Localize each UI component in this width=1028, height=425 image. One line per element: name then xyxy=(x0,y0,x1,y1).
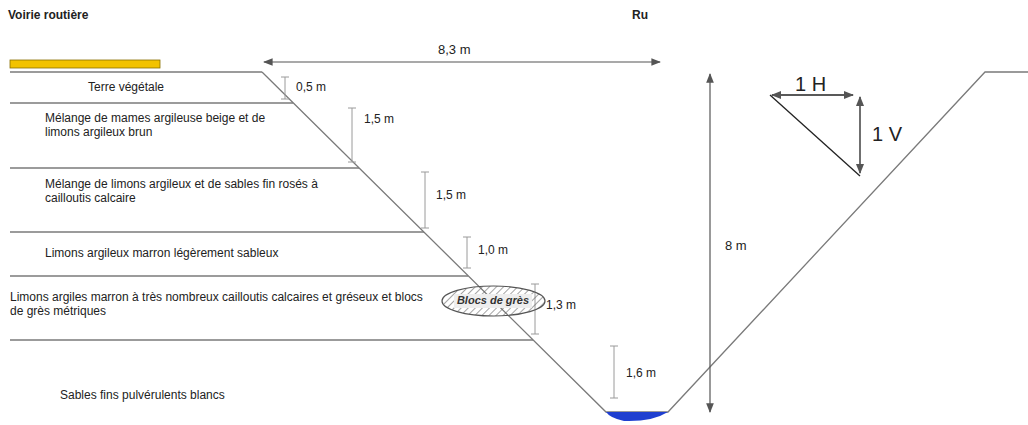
layer-name: Sables fins pulvérulents blancs xyxy=(60,388,225,402)
dimension: 0,5 m xyxy=(296,80,326,94)
block-label: Blocs de grès xyxy=(454,294,532,307)
dimension: 1,3 m xyxy=(546,298,576,312)
slope-ratio: 1 V xyxy=(872,122,902,146)
dimension-arrow xyxy=(264,61,660,62)
layer-name: Limons argiles marron à très nombreux ca… xyxy=(10,290,430,319)
thickness-brackets xyxy=(281,77,618,398)
dimension: 1,5 m xyxy=(364,112,394,126)
dimension: 8 m xyxy=(725,238,747,254)
layer-name: Mélange de limons argileux et de sables … xyxy=(45,177,345,206)
dimension: 1,0 m xyxy=(478,243,508,257)
ellipse-outline xyxy=(442,286,545,316)
site-label: Ru xyxy=(632,8,648,22)
slope-triangle xyxy=(770,95,860,176)
dimension: 1,6 m xyxy=(626,366,656,380)
dimension-arrow xyxy=(709,74,710,412)
water xyxy=(606,412,668,421)
ditch-profile xyxy=(262,72,1028,412)
dimension: 8,3 m xyxy=(438,42,471,58)
slope-ratio: 1 H xyxy=(795,72,826,96)
layer-name: Mélange de mames argileuse beige et de l… xyxy=(45,111,295,140)
layer-name: Terre végétale xyxy=(88,80,164,94)
layer-boundaries xyxy=(10,72,533,340)
dimension: 1,5 m xyxy=(436,188,466,202)
layer-name: Limons argileux marron légèrement sableu… xyxy=(45,246,278,260)
road-surface xyxy=(10,60,160,68)
site-label: Voirie routière xyxy=(8,8,88,22)
rock-block: Blocs de grès xyxy=(441,285,546,317)
